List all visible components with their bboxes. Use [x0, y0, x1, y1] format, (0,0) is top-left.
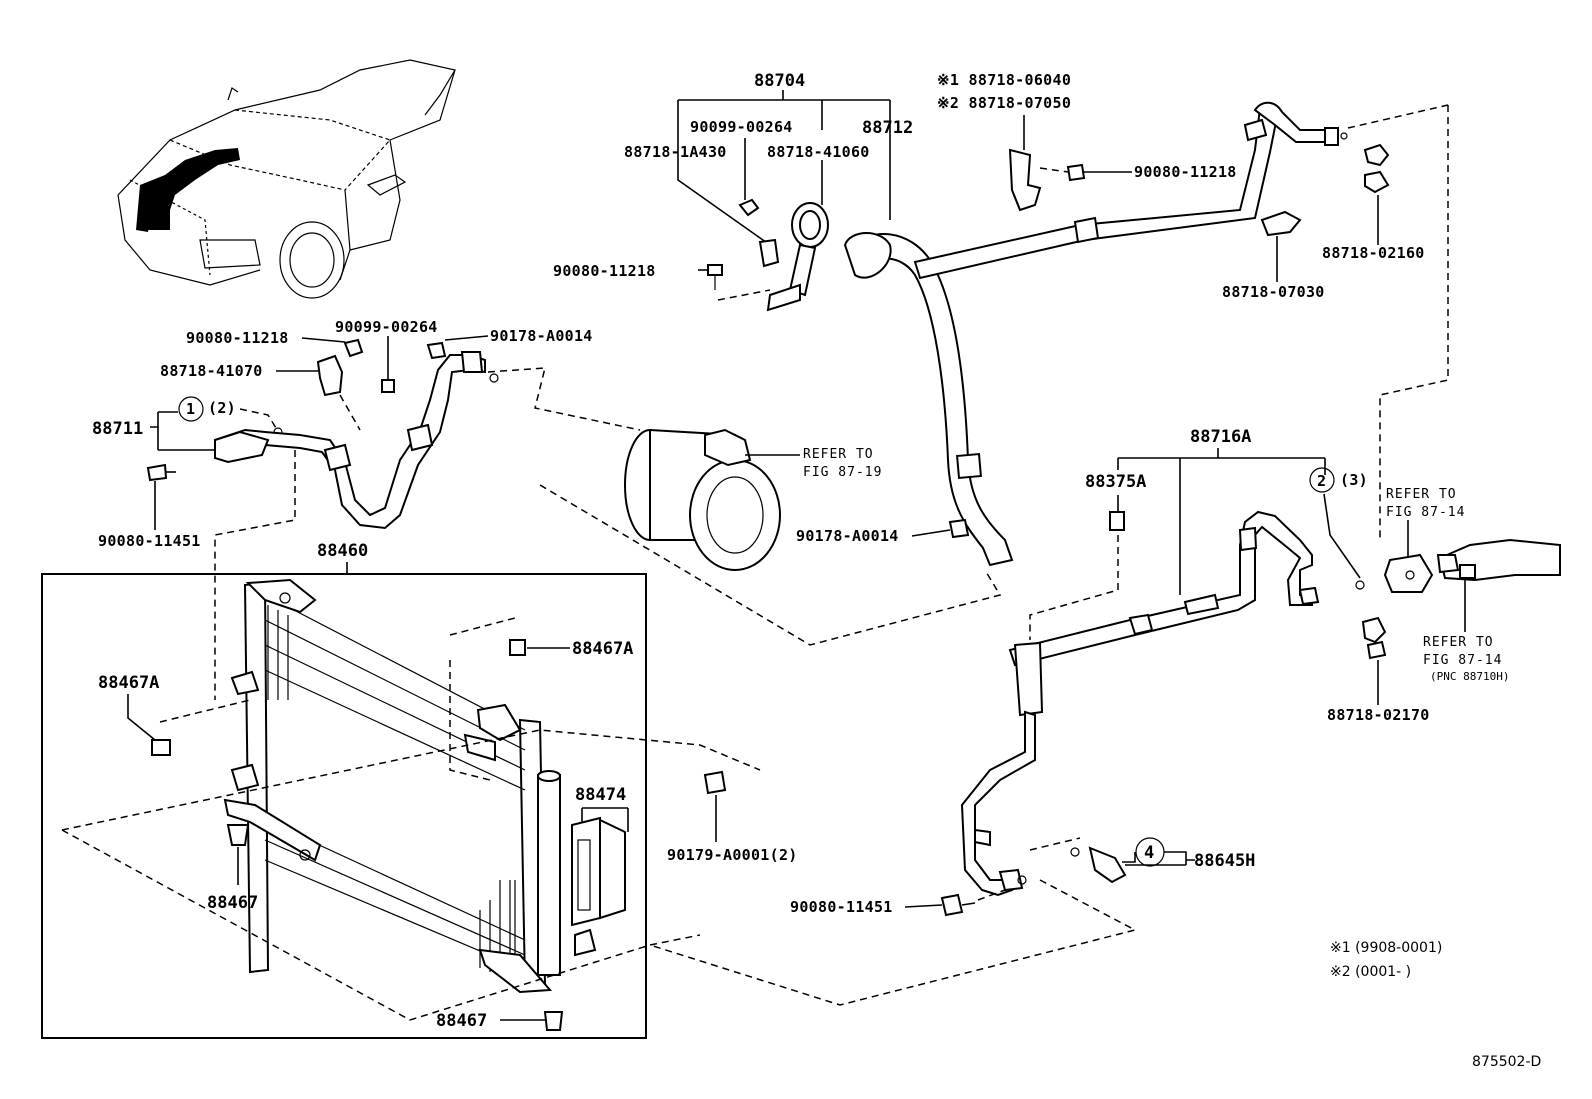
label-90080-11218-left: 90080-11218	[186, 329, 289, 347]
label-88704: 88704	[754, 71, 805, 91]
label-circle-1: 1	[186, 400, 195, 418]
label-90099-00264-top: 90099-00264	[690, 118, 793, 136]
label-90178-A0014-mid: 90178-A0014	[796, 527, 899, 545]
label-88718-1A430: 88718-1A430	[624, 143, 727, 161]
footnote-1: ※1 (9908-0001)	[1330, 940, 1442, 956]
label-88460: 88460	[317, 541, 368, 561]
label-90080-11218-mid: 90080-11218	[553, 262, 656, 280]
label-90099-00264-left: 90099-00264	[335, 318, 438, 336]
label-88467A-left: 88467A	[98, 673, 159, 693]
label-88711: 88711	[92, 419, 143, 439]
label-88716A: 88716A	[1190, 427, 1251, 447]
label-refer-fig-87-14a-l1: REFER TO	[1386, 487, 1457, 502]
bracket-88704-parts: 90080-11218	[553, 198, 829, 312]
label-88718-41060: 88718-41060	[767, 143, 870, 161]
callout-group-88716A: 88716A 88375A 2 (3)	[960, 104, 1449, 897]
label-refer-fig-87-14b-l2: FIG 87-14	[1423, 653, 1502, 668]
refer-fig-87-14-group: REFER TO FIG 87-14 REFER TO FIG 87-14 (P…	[1327, 487, 1561, 724]
label-88718-07030: 88718-07030	[1222, 283, 1325, 301]
label-note1-88718-06040: ※1 88718-06040	[937, 71, 1071, 89]
label-refer-fig-87-14b-l3: (PNC 88710H)	[1430, 670, 1509, 683]
label-90178-A0014-top: 90178-A0014	[490, 327, 593, 345]
label-88467-mid: 88467	[207, 893, 258, 913]
label-refer-fig-87-14b-l1: REFER TO	[1423, 635, 1494, 650]
label-circle-2-qty: (3)	[1340, 471, 1368, 489]
callout-group-left: 90080-11218 90099-00264 90178-A0014 8871…	[92, 318, 593, 700]
suction-hose-88712	[843, 101, 1348, 567]
label-circle-1-qty: (2)	[208, 399, 236, 417]
part-90179-A0001: 90179-A0001(2)	[667, 770, 798, 864]
part-90080-11451-bottom: 90080-11451	[790, 889, 1006, 917]
callout-group-88704: 88704 90099-00264 88712 88718-1A430 8871…	[624, 71, 913, 246]
label-90080-11451-bottom: 90080-11451	[790, 898, 893, 916]
label-refer-fig-87-14a-l2: FIG 87-14	[1386, 505, 1465, 520]
label-88712: 88712	[862, 118, 913, 138]
compressor: REFER TO FIG 87-19 90178-A0014	[487, 367, 1002, 646]
label-note2-88718-07050: ※2 88718-07050	[937, 94, 1071, 112]
label-90080-11218-right: 90080-11218	[1134, 163, 1237, 181]
condenser-box-frame	[41, 573, 647, 1039]
label-88467A-right: 88467A	[572, 639, 633, 659]
condenser-group: 88460 88467A 88467A 88474	[41, 541, 761, 1039]
label-90179-A0001: 90179-A0001(2)	[667, 846, 798, 864]
label-88718-02160: 88718-02160	[1322, 244, 1425, 262]
callout-group-top-right: ※1 88718-06040 ※2 88718-07050 90080-1121…	[937, 71, 1425, 301]
label-refer-fig-87-19-l1: REFER TO	[803, 447, 874, 462]
label-88645H: 88645H	[1194, 851, 1255, 871]
callout-group-88645H: 4 88645H	[649, 837, 1255, 1006]
label-88467-bottom: 88467	[436, 1011, 487, 1031]
label-88718-41070: 88718-41070	[160, 362, 263, 380]
label-circle-2: 2	[1317, 472, 1326, 490]
footnotes: ※1 (9908-0001) ※2 (0001- ) 875502-D	[1330, 940, 1541, 1070]
label-88474: 88474	[575, 785, 626, 805]
diagram-id: 875502-D	[1472, 1054, 1541, 1070]
label-88375A: 88375A	[1085, 472, 1146, 492]
footnote-2: ※2 (0001- )	[1330, 964, 1411, 980]
label-90080-11451-left: 90080-11451	[98, 532, 201, 550]
label-88718-02170: 88718-02170	[1327, 706, 1430, 724]
label-refer-fig-87-19-l2: FIG 87-19	[803, 465, 882, 480]
car-location-sketch	[117, 59, 456, 299]
label-circle-4: 4	[1144, 843, 1154, 863]
